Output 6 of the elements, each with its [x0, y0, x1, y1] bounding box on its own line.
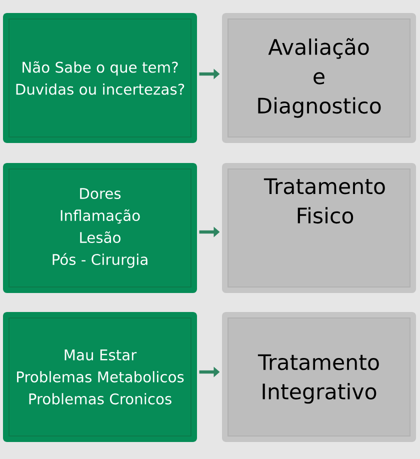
heading-box: Tratamento Fisico: [222, 163, 416, 293]
text-box: Dores Inflamação Lesão Pós - Cirurgia: [3, 163, 197, 293]
heading-box: Tratamento Integrativo: [222, 312, 416, 442]
text-box: Não Sabe o que tem? Duvidas ou incertezas?: [3, 13, 197, 143]
text-box: Mau Estar Problemas Metabolicos Problemas Cronicos: [3, 312, 197, 442]
heading-box: Avaliação e Diagnostico: [222, 13, 416, 143]
